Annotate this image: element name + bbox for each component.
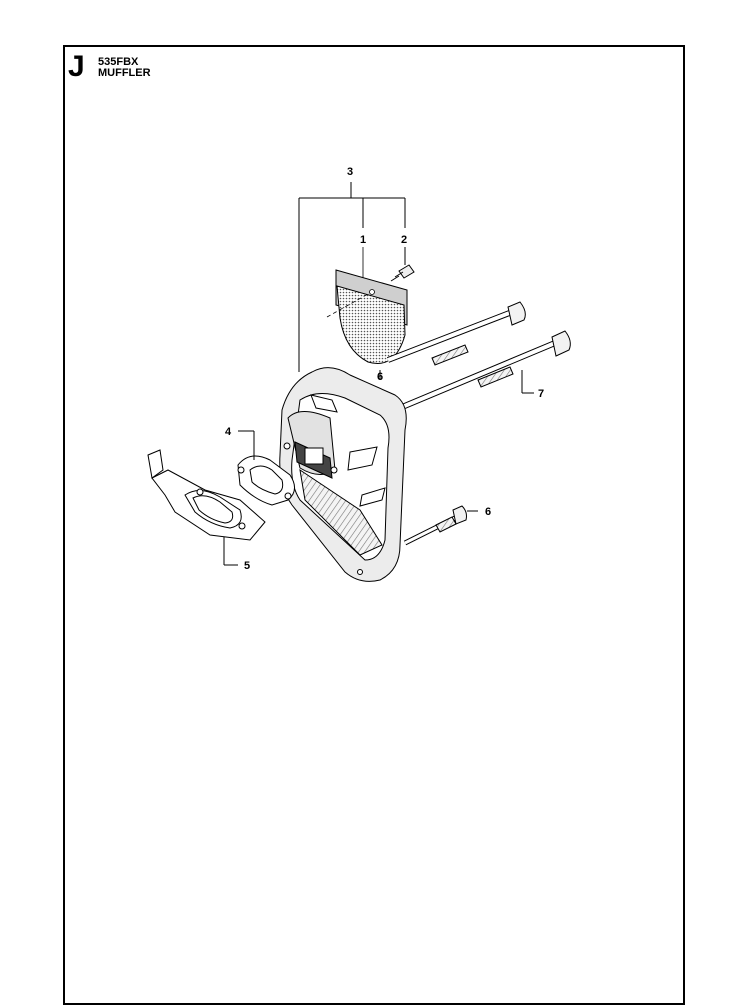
callout-3: 3 — [347, 166, 353, 178]
spark-arrestor-screen — [326, 247, 408, 364]
page-frame — [63, 45, 685, 1005]
callout-3-bracket — [298, 182, 406, 372]
gasket-part-4 — [237, 430, 295, 506]
section-letter: J — [68, 50, 85, 83]
long-bolts-part-7 — [386, 301, 571, 413]
callout-4: 4 — [225, 426, 232, 438]
model-number: 535FBX — [98, 56, 139, 68]
bolt-part-6 — [403, 505, 478, 546]
callout-6-lower: 6 — [485, 506, 491, 518]
callout-5: 5 — [244, 560, 250, 572]
callout-7: 7 — [538, 388, 544, 400]
screw-part-2 — [390, 247, 415, 282]
callout-2: 2 — [401, 234, 407, 246]
gasket-plate-part-5 — [147, 449, 266, 566]
callout-6-upper: 6 — [377, 371, 383, 383]
callout-1: 1 — [360, 234, 366, 246]
muffler-body — [279, 367, 407, 582]
page-title: MUFFLER — [98, 67, 151, 79]
